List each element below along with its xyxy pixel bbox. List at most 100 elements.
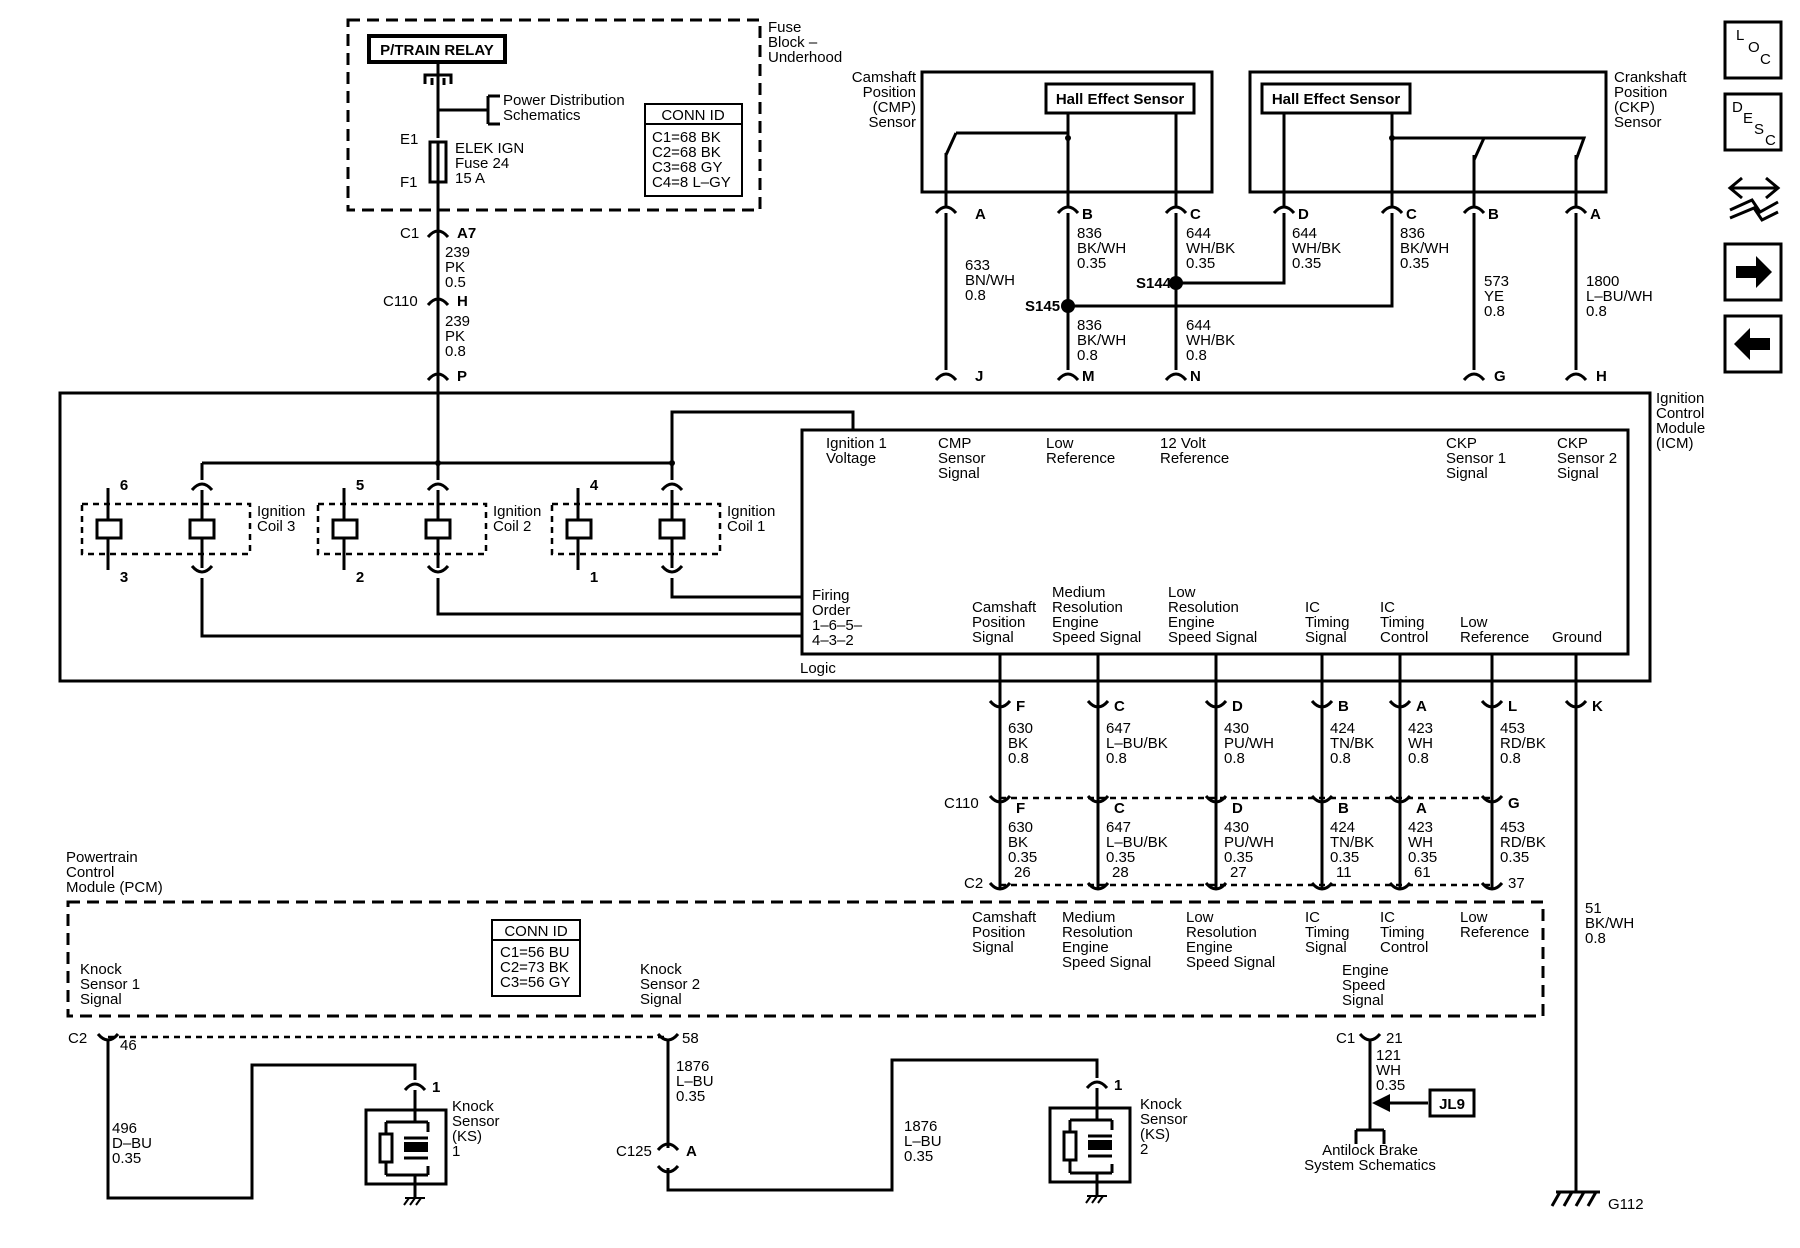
icm-b-gnd: Ground <box>1552 629 1602 646</box>
icm-12v-1: 12 Volt <box>1160 435 1207 452</box>
icm-bottom-labels: Camshaft Position Signal Medium Resoluti… <box>972 584 1602 646</box>
icm-lowref-1: Low <box>1046 435 1074 452</box>
coil3-name-1: Ignition <box>257 503 305 520</box>
pcm-c2: C2 <box>68 1030 87 1047</box>
pcm-cam-3: Signal <box>972 939 1014 956</box>
desc-e: E <box>1743 110 1753 127</box>
pcm-title-2: Control <box>66 864 114 881</box>
icm-pin-g: G <box>1494 368 1506 385</box>
c110-pin-g: G <box>1508 795 1520 812</box>
cmp-title-2: Position <box>863 84 916 101</box>
feed-pin-p: P <box>457 368 467 385</box>
ks2-label-4: 2 <box>1140 1141 1148 1158</box>
abs-wire-2: WH <box>1376 1062 1401 1079</box>
ignition-coil-3: 6 3 Ignition Coil 3 <box>80 477 305 586</box>
c2-label: C2 <box>964 875 983 892</box>
ks1-label-3: (KS) <box>452 1128 482 1145</box>
fuse-block: Fuse Block – Underhood P/TRAIN RELAY Pow… <box>346 18 842 212</box>
icm-lowref-2: Reference <box>1046 450 1115 467</box>
feed-wire1-1: 239 <box>445 244 470 261</box>
icm-b-low-1: Low <box>1168 584 1196 601</box>
lw4-1: 424 <box>1330 819 1355 836</box>
ckp-title-3: (CKP) <box>1614 99 1655 116</box>
icm-ckp2-2: Sensor 2 <box>1557 450 1617 467</box>
pcm-med-4: Speed Signal <box>1062 954 1151 971</box>
icm-b-med-1: Medium <box>1052 584 1105 601</box>
knock-sensor-1 <box>364 1090 448 1206</box>
cmp-wire-c-3: 0.35 <box>1186 255 1215 272</box>
desc-c: C <box>1765 132 1776 149</box>
icm-pin-h: H <box>1596 368 1607 385</box>
connector-icon[interactable] <box>1727 176 1781 222</box>
coil3-top-pin: 6 <box>120 477 128 494</box>
icm-ign1-1: Ignition 1 <box>826 435 887 452</box>
pcm-pin21: 21 <box>1386 1030 1403 1047</box>
uw2-1: 647 <box>1106 720 1131 737</box>
pcm-ks2-2: Sensor 2 <box>640 976 700 993</box>
prev-page-button[interactable] <box>1723 314 1783 374</box>
lw6-1: 453 <box>1500 819 1525 836</box>
pcm-es-2: Speed <box>1342 977 1385 994</box>
abs-link: 121 WH 0.35 JL9 Antilock Brake System Sc… <box>1304 1040 1476 1174</box>
coil2-bottom-pin: 2 <box>356 569 364 586</box>
next-page-button[interactable] <box>1723 242 1783 302</box>
gnd-wire-2: BK/WH <box>1585 915 1634 932</box>
icm-ign1-2: Voltage <box>826 450 876 467</box>
pcm-ks1-3: Signal <box>80 991 122 1008</box>
uw4-2: TN/BK <box>1330 735 1374 752</box>
cmp-title-4: Sensor <box>868 114 916 131</box>
fuse-conn-id-2: C2=68 BK <box>652 144 721 161</box>
splice-s145-label: S145 <box>1025 298 1060 315</box>
loc-c: C <box>1760 51 1771 68</box>
pcm-lref-1: Low <box>1460 909 1488 926</box>
ckp-title-4: Sensor <box>1614 114 1662 131</box>
feed-wire2-1: 239 <box>445 313 470 330</box>
desc-button[interactable]: D E S C <box>1723 92 1783 152</box>
abs-label-1[interactable]: Antilock Brake <box>1322 1142 1418 1159</box>
loc-o: O <box>1748 39 1760 56</box>
feed-c110: C110 <box>383 293 418 310</box>
jl9-box[interactable] <box>1428 1088 1476 1118</box>
ckp-wire-b-2: YE <box>1484 288 1504 305</box>
lw6-3: 0.35 <box>1500 849 1529 866</box>
pcm-conn-id-2: C2=73 BK <box>500 959 569 976</box>
icm-cmp-2: Sensor <box>938 450 986 467</box>
abs-label-2[interactable]: System Schematics <box>1304 1157 1436 1174</box>
splice-s145 <box>1061 299 1075 313</box>
pcm-pin46: 46 <box>120 1037 137 1054</box>
ckp-wire-a-1: 1800 <box>1586 273 1619 290</box>
pcm-med-3: Engine <box>1062 939 1109 956</box>
pcm-conn-id-1: C1=56 BU <box>500 944 570 961</box>
power-dist-label-2: Schematics <box>503 107 581 124</box>
icm-b-low-4: Speed Signal <box>1168 629 1257 646</box>
lw3-1: 430 <box>1224 819 1249 836</box>
icm-cmp-1: CMP <box>938 435 971 452</box>
ckp-pin-b: B <box>1488 206 1499 223</box>
lw5-2: WH <box>1408 834 1433 851</box>
lw2-3: 0.35 <box>1106 849 1135 866</box>
icm-bpin-b: B <box>1338 698 1349 715</box>
pcm-ks2-1: Knock <box>640 961 682 978</box>
pcm-low-2: Resolution <box>1186 924 1257 941</box>
loc-button[interactable]: L O C <box>1723 20 1783 80</box>
cmp-wire-c-2: WH/BK <box>1186 240 1235 257</box>
icm-pin-m: M <box>1082 368 1095 385</box>
icm-pin-j: J <box>975 368 983 385</box>
coil3-name-2: Coil 3 <box>257 518 295 535</box>
icm-cmp-3: Signal <box>938 465 980 482</box>
fuse-conn-id-1: C1=68 BK <box>652 129 721 146</box>
icm-b-med-2: Resolution <box>1052 599 1123 616</box>
icm-b-icc-2: Timing <box>1380 614 1424 631</box>
ckp-pin-c: C <box>1406 206 1417 223</box>
ckp-wire-d-3: 0.35 <box>1292 255 1321 272</box>
pcm-cam-2: Position <box>972 924 1025 941</box>
ground-label: G112 <box>1608 1196 1644 1213</box>
icm-b-lref-1: Low <box>1460 614 1488 631</box>
uw6-2: RD/BK <box>1500 735 1546 752</box>
pcm-low-4: Speed Signal <box>1186 954 1275 971</box>
uw3-2: PU/WH <box>1224 735 1274 752</box>
uw6-1: 453 <box>1500 720 1525 737</box>
ks1-wire-3: 0.35 <box>112 1150 141 1167</box>
pcm-cam-1: Camshaft <box>972 909 1037 926</box>
lw4-3: 0.35 <box>1330 849 1359 866</box>
